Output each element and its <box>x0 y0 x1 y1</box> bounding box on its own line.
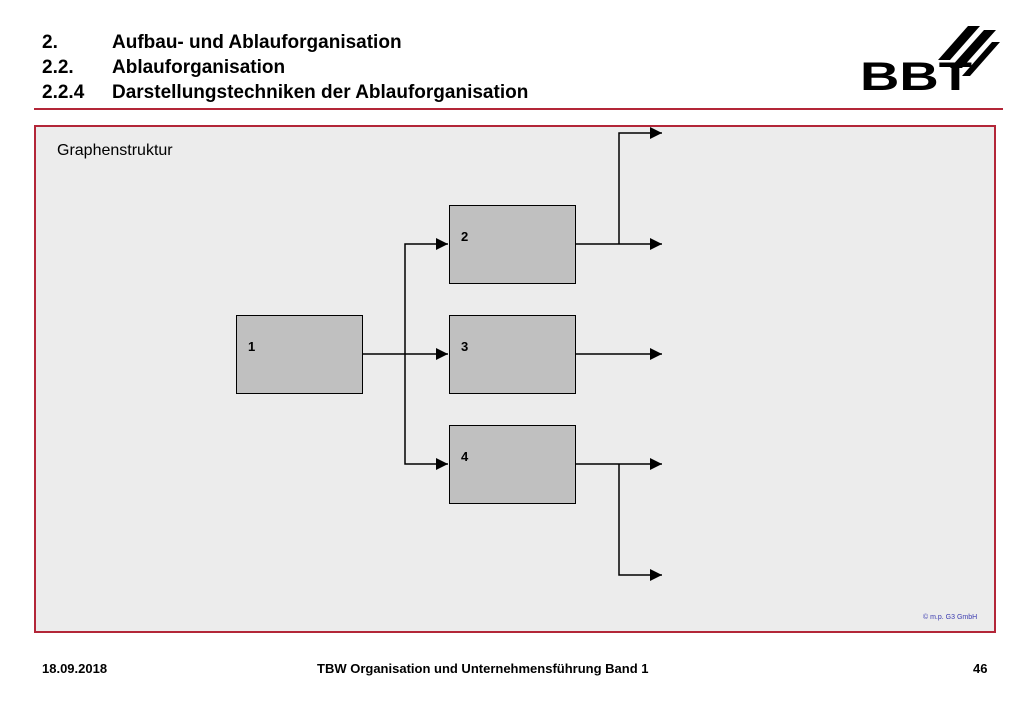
section-number: 2.2. <box>42 57 74 78</box>
footer-title: TBW Organisation und Unternehmensführung… <box>317 661 649 676</box>
header-line-2: 2.2. Ablauforganisation <box>42 55 285 80</box>
edge-4-out-b <box>618 464 662 581</box>
node-1: 1 <box>236 315 363 394</box>
section-number: 2.2.4 <box>42 82 85 103</box>
node-4: 4 <box>449 425 576 504</box>
bbt-logo: BBT <box>860 26 1000 94</box>
page-number: 46 <box>973 661 988 676</box>
edge-1-4 <box>404 354 448 470</box>
header-line-3: 2.2.4 Darstellungstechniken der Ablauforg… <box>42 80 528 105</box>
node-2: 2 <box>449 205 576 284</box>
edge-1-2 <box>404 238 448 354</box>
footer-date: 18.09.2018 <box>42 661 108 676</box>
node-label: 1 <box>248 339 256 354</box>
node-label: 2 <box>461 229 469 244</box>
section-title: Aufbau- und Ablauforganisation <box>112 32 402 53</box>
logo-text: BBT <box>860 55 972 94</box>
header-line-1: 2. Aufbau- und Ablauforganisation <box>42 30 402 55</box>
section-title: Darstellungstechniken der Ablauforganisa… <box>112 82 529 103</box>
node-label: 3 <box>461 339 469 354</box>
copyright-note: © m.p. G3 GmbH <box>923 614 978 621</box>
header-divider <box>34 108 1003 110</box>
node-3: 3 <box>449 315 576 394</box>
node-label: 4 <box>461 449 469 464</box>
section-number: 2. <box>42 32 58 53</box>
section-title: Ablauforganisation <box>112 57 286 78</box>
edge-2-out-b <box>618 127 662 244</box>
diagram-title: Graphenstruktur <box>57 142 173 159</box>
